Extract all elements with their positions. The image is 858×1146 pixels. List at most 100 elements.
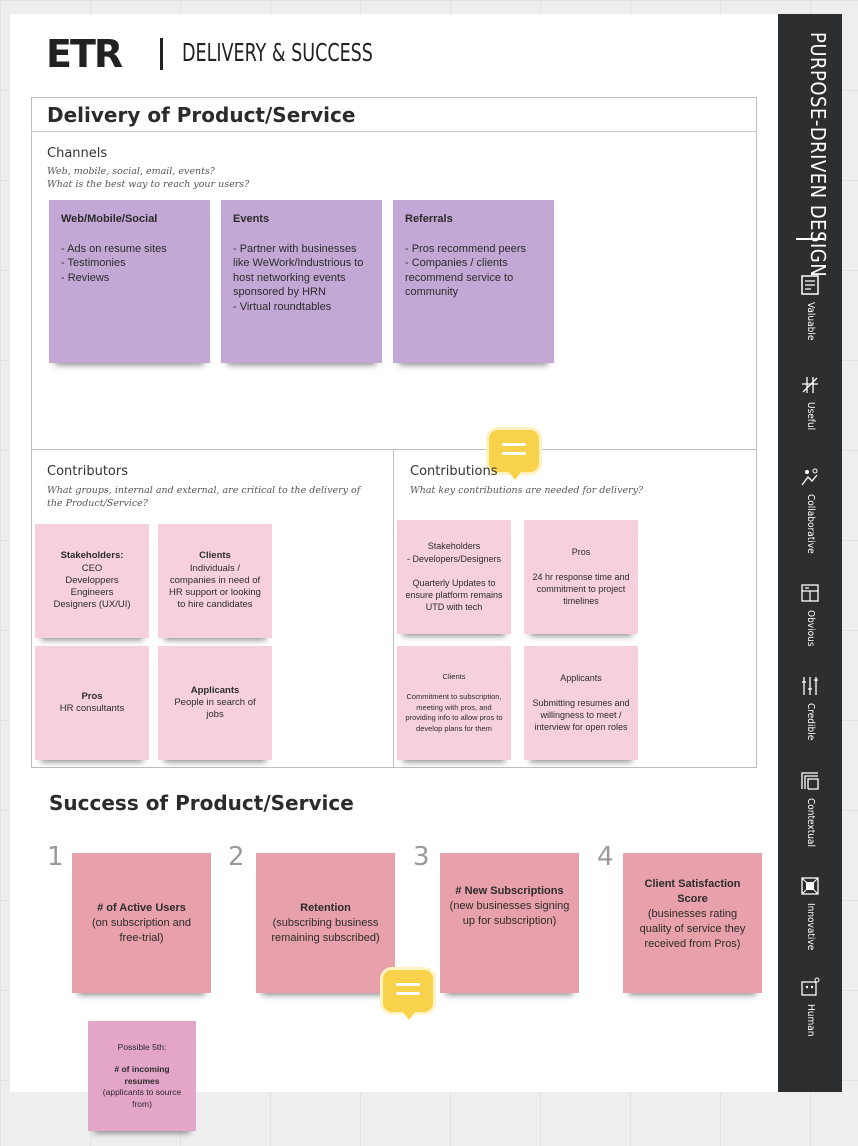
comment-line <box>502 452 526 455</box>
layout-icon <box>801 584 819 602</box>
note-line: Developpers <box>65 574 119 586</box>
note-title: Applicants <box>560 673 602 684</box>
sticky-note-pros[interactable]: Pros HR consultants <box>35 646 149 760</box>
note-title: Client Satisfaction Score <box>644 877 741 905</box>
note-line: - Testimonies <box>61 257 126 269</box>
sticky-note-referrals[interactable]: Referrals - Pros recommend peers - Compa… <box>393 200 554 363</box>
sidebar-item-label: Valuable <box>805 302 816 341</box>
comment-line <box>502 443 526 446</box>
note-title: # of incoming resumes <box>114 1064 170 1086</box>
sticky-note-applicants-contribution[interactable]: Applicants Submitting resumes and willin… <box>524 646 638 760</box>
note-line: Designers (UX/UI) <box>53 599 131 611</box>
note-pre: Possible 5th: <box>117 1041 167 1052</box>
contributors-label: Contributors <box>47 464 128 479</box>
sidebar-item-collaborative[interactable]: Collaborative <box>790 466 832 556</box>
sticky-note-possible-fifth[interactable]: Possible 5th: # of incoming resumes (app… <box>88 1021 196 1131</box>
note-line: Submitting resumes and willingness to me… <box>532 697 630 733</box>
note-line: CEO <box>81 562 103 574</box>
sidebar-item-label: Collaborative <box>805 494 816 554</box>
note-line: - Companies / clients recommend service … <box>405 257 514 298</box>
note-title: Retention <box>300 901 351 914</box>
step-number: 1 <box>47 842 64 872</box>
sticky-note-web-mobile-social[interactable]: Web/Mobile/Social - Ads on resume sites … <box>49 200 210 363</box>
note-title: Web/Mobile/Social <box>61 213 158 225</box>
note-line: - Reviews <box>61 271 110 284</box>
sticky-note-clients[interactable]: Clients Individuals / companies in need … <box>158 524 272 638</box>
note-line: Commitment to subscription, meeting with… <box>405 692 503 733</box>
note-title: Events <box>233 213 270 225</box>
delivery-frame <box>31 97 757 768</box>
comment-line <box>396 992 420 995</box>
sticky-note-retention[interactable]: Retention (subscribing business remainin… <box>256 853 395 993</box>
note-title: Pros <box>81 690 103 702</box>
sticky-note-clients-contribution[interactable]: Clients Commitment to subscription, meet… <box>397 646 511 760</box>
note-body: (businesses rating quality of service th… <box>639 907 746 950</box>
purpose-driven-sidebar <box>778 14 842 1092</box>
tools-icon <box>802 377 818 393</box>
note-title: Clients <box>199 550 231 562</box>
people-icon <box>801 468 818 486</box>
sidebar-item-innovative[interactable]: Innovative <box>790 875 832 965</box>
step-number: 2 <box>228 842 245 872</box>
note-line: - Developers/Designers <box>406 553 502 564</box>
note-title: Applicants <box>190 684 240 696</box>
note-body: (subscribing business remaining subscrib… <box>271 916 380 944</box>
note-line: People in search of jobs <box>174 696 256 721</box>
note-title: Stakeholders: <box>60 550 124 562</box>
etr-logo: ETR <box>46 32 123 76</box>
sidebar-item-label: Contextual <box>805 798 816 847</box>
note-line: - Virtual roundtables <box>233 300 332 313</box>
sidebar-item-credible[interactable]: Credible <box>790 675 832 755</box>
contributions-label: Contributions <box>410 464 498 479</box>
sticky-note-client-satisfaction[interactable]: Client Satisfaction Score (businesses ra… <box>623 853 762 993</box>
note-body: (new businesses signing up for subscript… <box>449 899 570 927</box>
sidebar-item-obvious[interactable]: Obvious <box>790 582 832 662</box>
sidebar-title-text: PURPOSE-DRIVEN DESIGN <box>806 32 830 278</box>
note-body: (on subscription and free-trial) <box>91 916 192 944</box>
note-line: Individuals / companies in need of HR su… <box>169 562 261 611</box>
note-title: Referrals <box>405 213 453 225</box>
contributions-hint: What key contributions are needed for de… <box>410 485 644 496</box>
sidebar-item-label: Innovative <box>805 903 816 951</box>
note-line: - Ads on resume sites <box>61 242 167 255</box>
sticky-note-applicants[interactable]: Applicants People in search of jobs <box>158 646 272 760</box>
sidebar-item-label: Credible <box>805 703 816 741</box>
sidebar-item-label: Useful <box>805 402 816 431</box>
sticky-note-stakeholders-contribution[interactable]: Stakeholders - Developers/Designers Quar… <box>397 520 511 634</box>
sidebar-title: PURPOSE-DRIVEN DESIGN <box>806 32 832 277</box>
comment-line <box>396 983 420 986</box>
sticky-note-new-subscriptions[interactable]: # New Subscriptions (new businesses sign… <box>440 853 579 993</box>
channels-hint-2: What is the best way to reach your users… <box>47 179 250 190</box>
step-number: 3 <box>413 842 430 872</box>
sticky-note-events[interactable]: Events - Partner with businesses like We… <box>221 200 382 363</box>
comment-bubble-icon[interactable] <box>489 430 539 480</box>
note-title: # New Subscriptions <box>455 884 564 897</box>
success-title: Success of Product/Service <box>49 791 354 815</box>
sidebar-item-human[interactable]: Human <box>790 976 832 1056</box>
sliders-icon <box>802 677 818 695</box>
contributors-hint: What groups, internal and external, are … <box>47 485 361 509</box>
note-title: Pros <box>571 547 591 558</box>
note-body: (applicants to source from) <box>102 1087 182 1109</box>
layers-icon <box>801 772 819 790</box>
sidebar-item-valuable[interactable]: Valuable <box>790 274 832 354</box>
channels-hint-1: Web, mobile, social, email, events? <box>47 166 215 177</box>
sticky-note-stakeholders[interactable]: Stakeholders: CEO Developpers Engineers … <box>35 524 149 638</box>
step-number: 4 <box>597 842 614 872</box>
note-line: Engineers <box>70 587 114 599</box>
sidebar-item-label: Human <box>805 1004 816 1037</box>
sidebar-item-contextual[interactable]: Contextual <box>790 770 832 860</box>
note-line: 24 hr response time and commitment to pr… <box>532 571 630 607</box>
page-subtitle: DELIVERY & SUCCESS <box>182 38 373 67</box>
cube-icon <box>801 877 819 895</box>
column-divider <box>393 449 394 768</box>
comment-bubble-icon[interactable] <box>383 970 433 1020</box>
sidebar-item-useful[interactable]: Useful <box>790 374 832 454</box>
sticky-note-active-users[interactable]: # of Active Users (on subscription and f… <box>72 853 211 993</box>
note-line: HR consultants <box>59 703 125 714</box>
note-title: # of Active Users <box>97 901 186 914</box>
channels-label: Channels <box>47 146 108 161</box>
sticky-note-pros-contribution[interactable]: Pros 24 hr response time and commitment … <box>524 520 638 634</box>
delivery-title-row <box>31 97 757 132</box>
note-line: - Pros recommend peers <box>405 242 527 255</box>
